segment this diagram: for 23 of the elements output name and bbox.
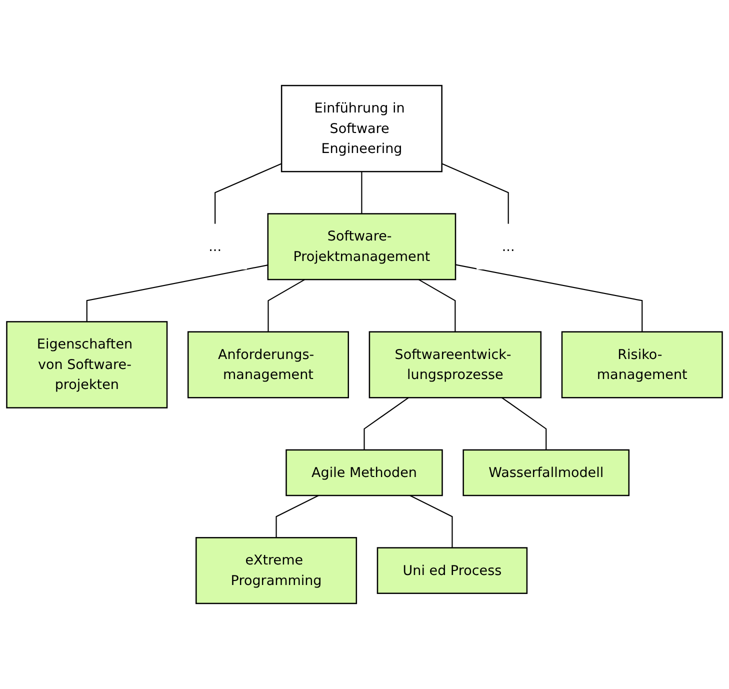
connector [442,163,509,224]
connector [410,495,453,548]
connector [361,172,362,214]
node-box: Uni ed Process [376,547,528,594]
node-box: Eigenschaften von Software- projekten [6,321,168,408]
node-box: Agile Methoden [286,449,443,496]
node-box: Anforderungs- management [187,331,349,398]
node-box: eXtreme Programming [196,537,358,604]
connector [86,264,268,322]
connector [418,279,456,332]
node-text: ... [208,238,222,254]
connector [268,279,306,332]
node-box: Risiko- management [561,331,723,398]
connector [276,495,319,538]
connector [214,163,282,224]
connector [455,264,643,332]
node-box: Software- Projektmanagement [267,213,456,280]
connector [364,397,409,450]
node-box: Wasserfallmodell [462,449,630,496]
node-text: ... [502,238,515,254]
node-box: Einführung in Software Engineering [280,84,442,172]
connector [502,397,547,450]
node-box: Softwareentwick- lungsprozesse [368,331,542,398]
